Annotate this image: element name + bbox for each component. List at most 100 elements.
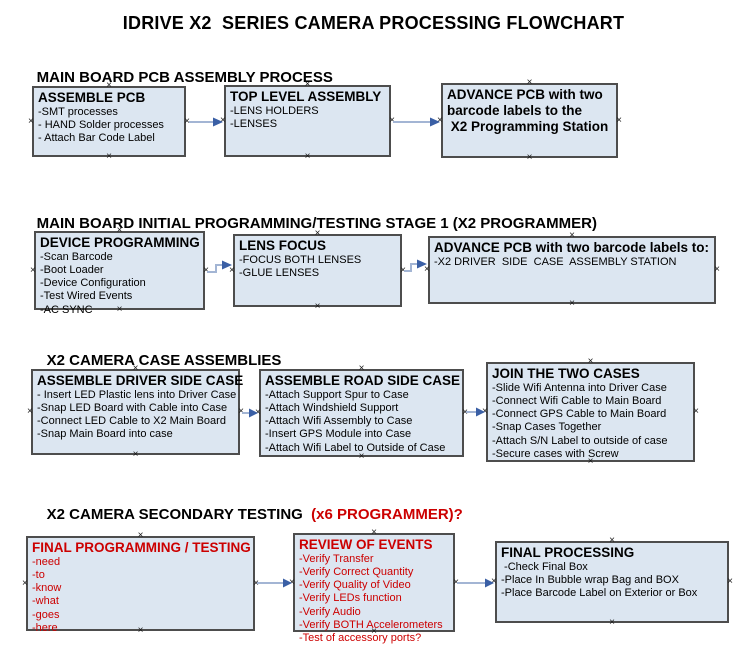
anchor-handle-icon: ×: [184, 115, 190, 127]
flow-box-assemble-pcb: ASSEMBLE PCB-SMT processes- HAND Solder …: [28, 81, 190, 162]
box-item: -Slide Wifi Antenna into Driver Case: [492, 381, 667, 394]
anchor-handle-icon: ×: [714, 264, 720, 275]
anchor-handle-icon: ×: [482, 406, 488, 417]
section-heading-text: MAIN BOARD PCB ASSEMBLY PROCESS: [36, 69, 333, 86]
box-item: -here: [32, 621, 58, 634]
flow-box-top-level-assembly: TOP LEVEL ASSEMBLY-LENS HOLDERS-LENSES××…: [220, 80, 395, 162]
flow-box-final-processing: FINAL PROCESSING -Check Final Box-Place …: [491, 536, 733, 628]
flow-box-lens-focus: LENS FOCUS-FOCUS BOTH LENSES-GLUE LENSES…: [229, 229, 406, 312]
arrow-assemble-pcb-to-top-level: [189, 117, 223, 127]
page-title: IDRIVE X2 SERIES CAMERA PROCESSING FLOWC…: [122, 13, 625, 33]
box-item: -X2 DRIVER SIDE CASE ASSEMBLY STATION: [434, 255, 677, 268]
arrow-driver-case-to-road-case: [242, 408, 258, 418]
box-item: -Verify BOTH Accelerometers: [299, 618, 443, 631]
anchor-handle-icon: ×: [27, 406, 33, 417]
box-item: -Test of accessory ports?: [299, 632, 422, 645]
box-title-line: DEVICE PROGRAMMING: [40, 235, 200, 250]
box-item: -Secure cases with Screw: [492, 447, 619, 460]
box-item: - Attach Bar Code Label: [38, 132, 155, 145]
arrow-device-programming-to-lens-focus: [207, 260, 232, 273]
box-item: -Check Final Box: [501, 560, 588, 573]
box-item: -Verify Quality of Video: [299, 579, 411, 592]
arrow-final-programming-to-review: [257, 578, 292, 588]
section-heading-case-assemblies: X2 CAMERA CASE ASSEMBLIES: [30, 335, 282, 386]
box-title-line: LENS FOCUS: [239, 238, 327, 253]
section-heading-text: X2 CAMERA CASE ASSEMBLIES: [46, 352, 282, 369]
box-item: -Snap Cases Together: [492, 421, 602, 434]
anchor-handle-icon: ×: [304, 151, 311, 162]
box-item: -Attach S/N Label to outside of case: [492, 434, 668, 447]
arrow-top-level-to-advance-pcb: [393, 117, 440, 127]
anchor-handle-icon: ×: [289, 576, 295, 588]
flow-box-device-programming: DEVICE PROGRAMMING-Scan Barcode-Boot Loa…: [30, 226, 209, 316]
box-title-line: TOP LEVEL ASSEMBLY: [230, 89, 382, 104]
section-heading-text: MAIN BOARD INITIAL PROGRAMMING/TESTING S…: [36, 215, 597, 232]
anchor-handle-icon: ×: [314, 301, 321, 312]
box-item: -Attach Wifi Label to Outside of Case: [265, 441, 446, 454]
box-item: -AC SYNC: [40, 303, 93, 316]
section-heading-initial-programming: MAIN BOARD INITIAL PROGRAMMING/TESTING S…: [20, 198, 597, 249]
anchor-handle-icon: ×: [106, 151, 112, 162]
anchor-handle-icon: ×: [22, 577, 28, 589]
box-title-line: JOIN THE TWO CASES: [492, 366, 640, 381]
box-title-line: ASSEMBLE DRIVER SIDE CASE: [37, 373, 244, 388]
section-heading-text: X2 CAMERA SECONDARY TESTING: [46, 506, 312, 523]
box-title-line: ASSEMBLE ROAD SIDE CASE: [265, 373, 461, 388]
box-item: -Attach Wifi Assembly to Case: [265, 415, 413, 428]
arrow-road-case-to-join-cases: [466, 407, 485, 417]
box-title-line: FINAL PROCESSING: [501, 545, 635, 560]
arrow-lens-focus-to-advance-pcb: [404, 259, 427, 272]
box-item: -Snap LED Board with Cable into Case: [37, 402, 228, 415]
box-item: -what: [32, 595, 59, 608]
box-item: -need: [32, 555, 61, 568]
anchor-handle-icon: ×: [253, 577, 259, 589]
box-item: -Snap Main Board into case: [37, 428, 173, 441]
flow-box-final-programming-testing: FINAL PROGRAMMING / TESTING-need-to-know…: [22, 531, 259, 636]
box-item: -Place In Bubble wrap Bag and BOX: [501, 574, 679, 587]
box-title-line: ADVANCE PCB with two: [447, 87, 603, 102]
box-title-line: ADVANCE PCB with two barcode labels to:: [434, 240, 710, 255]
box-item: -Attach Windshield Support: [265, 402, 399, 415]
box-item: -Verify LEDs function: [299, 592, 402, 605]
anchor-handle-icon: ×: [693, 406, 699, 417]
anchor-handle-icon: ×: [28, 115, 34, 127]
anchor-handle-icon: ×: [526, 152, 533, 163]
anchor-handle-icon: ×: [437, 114, 443, 126]
box-item: -to: [32, 569, 45, 582]
flow-box-join-the-two-cases: JOIN THE TWO CASES-Slide Wifi Antenna in…: [482, 357, 699, 467]
arrow-review-to-final-processing: [457, 578, 494, 588]
box-item: -Insert GPS Module into Case: [265, 428, 412, 441]
box-item: -GLUE LENSES: [239, 267, 320, 280]
box-item: -Verify Transfer: [299, 552, 374, 565]
box-item: - HAND Solder processes: [38, 119, 164, 132]
box-item: -Verify Audio: [299, 605, 361, 618]
box-title-line: REVIEW OF EVENTS: [299, 537, 433, 552]
box-item: -Scan Barcode: [40, 250, 113, 263]
box-item: -know: [32, 582, 62, 595]
anchor-handle-icon: ×: [727, 576, 733, 587]
anchor-handle-icon: ×: [453, 576, 459, 588]
flow-box-assemble-driver-side-case: ASSEMBLE DRIVER SIDE CASE- Insert LED Pl…: [27, 364, 244, 460]
anchor-handle-icon: ×: [238, 406, 244, 417]
section-heading-secondary-testing: X2 CAMERA SECONDARY TESTING (x6 PROGRAMM…: [30, 489, 463, 540]
anchor-handle-icon: ×: [220, 115, 226, 126]
flow-box-assemble-road-side-case: ASSEMBLE ROAD SIDE CASE-Attach Support S…: [255, 364, 468, 462]
box-title-line: ASSEMBLE PCB: [38, 90, 146, 105]
box-item: -Boot Loader: [40, 264, 104, 277]
anchor-handle-icon: ×: [491, 576, 497, 587]
anchor-handle-icon: ×: [30, 264, 36, 276]
anchor-handle-icon: ×: [462, 407, 468, 418]
box-item: -goes: [32, 608, 60, 621]
anchor-handle-icon: ×: [389, 115, 395, 126]
box-item: -Connect LED Cable to X2 Main Board: [37, 415, 226, 428]
anchor-handle-icon: ×: [400, 264, 406, 276]
box-title-line: FINAL PROGRAMMING / TESTING: [32, 540, 251, 555]
box-item: - Insert LED Plastic lens into Driver Ca…: [37, 388, 237, 401]
box-title-line: X2 Programming Station: [447, 118, 609, 134]
section-heading-suffix: (x6 PROGRAMMER)?: [311, 506, 463, 523]
box-item: -Attach Support Spur to Case: [265, 388, 409, 401]
box-item: -FOCUS BOTH LENSES: [239, 253, 362, 266]
box-item: -Connect Wifi Cable to Main Board: [492, 395, 662, 408]
